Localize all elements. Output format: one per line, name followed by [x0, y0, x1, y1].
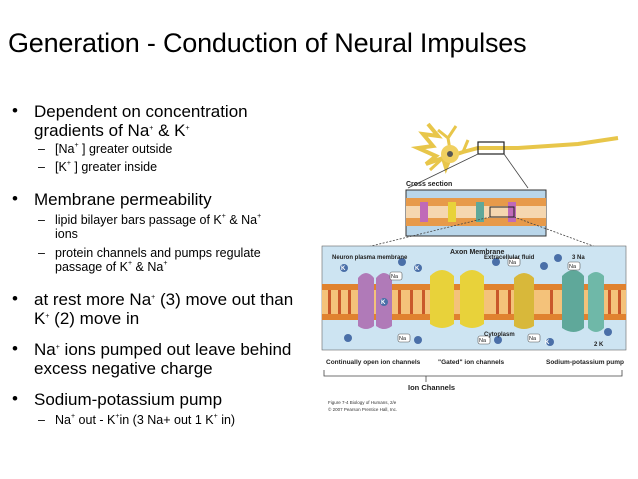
gated-channel-1 — [430, 270, 454, 328]
label-ion-channels: Ion Channels — [408, 383, 455, 392]
neuron-illustration — [410, 122, 619, 174]
svg-text:K: K — [341, 266, 346, 272]
ion-channels-figure: Cross section Axon Membrane — [321, 122, 627, 412]
figure-caption: Figure 7-4 Biology of Humans, 2/e — [328, 400, 397, 405]
bullet-icon: • — [12, 339, 18, 358]
svg-text:Axon Membrane: Axon Membrane — [450, 249, 505, 256]
svg-text:Cytoplasm: Cytoplasm — [484, 332, 515, 338]
bullet-icon: • — [12, 289, 18, 308]
label-gated-channels: "Gated" ion channels — [438, 359, 505, 366]
label-pump: Sodium-potassium pump — [546, 359, 624, 366]
axon-membrane-panel: Axon Membrane K K K K — [321, 245, 627, 351]
label-open-channels: Continually open ion channels — [326, 359, 421, 366]
svg-text:3 Na: 3 Na — [572, 255, 585, 261]
cross-section-panel: Cross section — [405, 181, 547, 237]
svg-text:Cross section: Cross section — [406, 181, 452, 188]
svg-text:Na: Na — [391, 274, 399, 280]
sodium-potassium-pump — [562, 270, 584, 332]
bullet-1-line2: gradients of Na+ & K+ — [34, 121, 190, 140]
svg-text:Neuron plasma membrane: Neuron plasma membrane — [332, 255, 408, 261]
svg-text:Extracellular fluid: Extracellular fluid — [484, 255, 535, 261]
gated-channel-2 — [460, 270, 484, 328]
bullet-icon: • — [12, 189, 18, 208]
svg-text:Na: Na — [479, 338, 487, 344]
bullet-1-line1: Dependent on concentration — [34, 102, 248, 121]
gated-channel-3 — [514, 273, 534, 329]
svg-text:Na: Na — [569, 264, 577, 270]
bullet-icon: • — [12, 389, 18, 408]
open-channel-1 — [358, 273, 374, 329]
bullet-icon: • — [12, 101, 18, 120]
slide-title: Generation - Conduction of Neural Impuls… — [8, 28, 527, 58]
figure-copyright: © 2007 Pearson Prentice Hall, Inc. — [328, 406, 397, 412]
svg-text:Na: Na — [529, 336, 537, 342]
svg-text:K: K — [381, 300, 386, 306]
svg-text:K: K — [545, 340, 550, 346]
svg-text:2 K: 2 K — [594, 342, 604, 348]
svg-text:Na: Na — [399, 336, 407, 342]
svg-text:K: K — [415, 266, 420, 272]
svg-text:Na: Na — [509, 260, 517, 266]
